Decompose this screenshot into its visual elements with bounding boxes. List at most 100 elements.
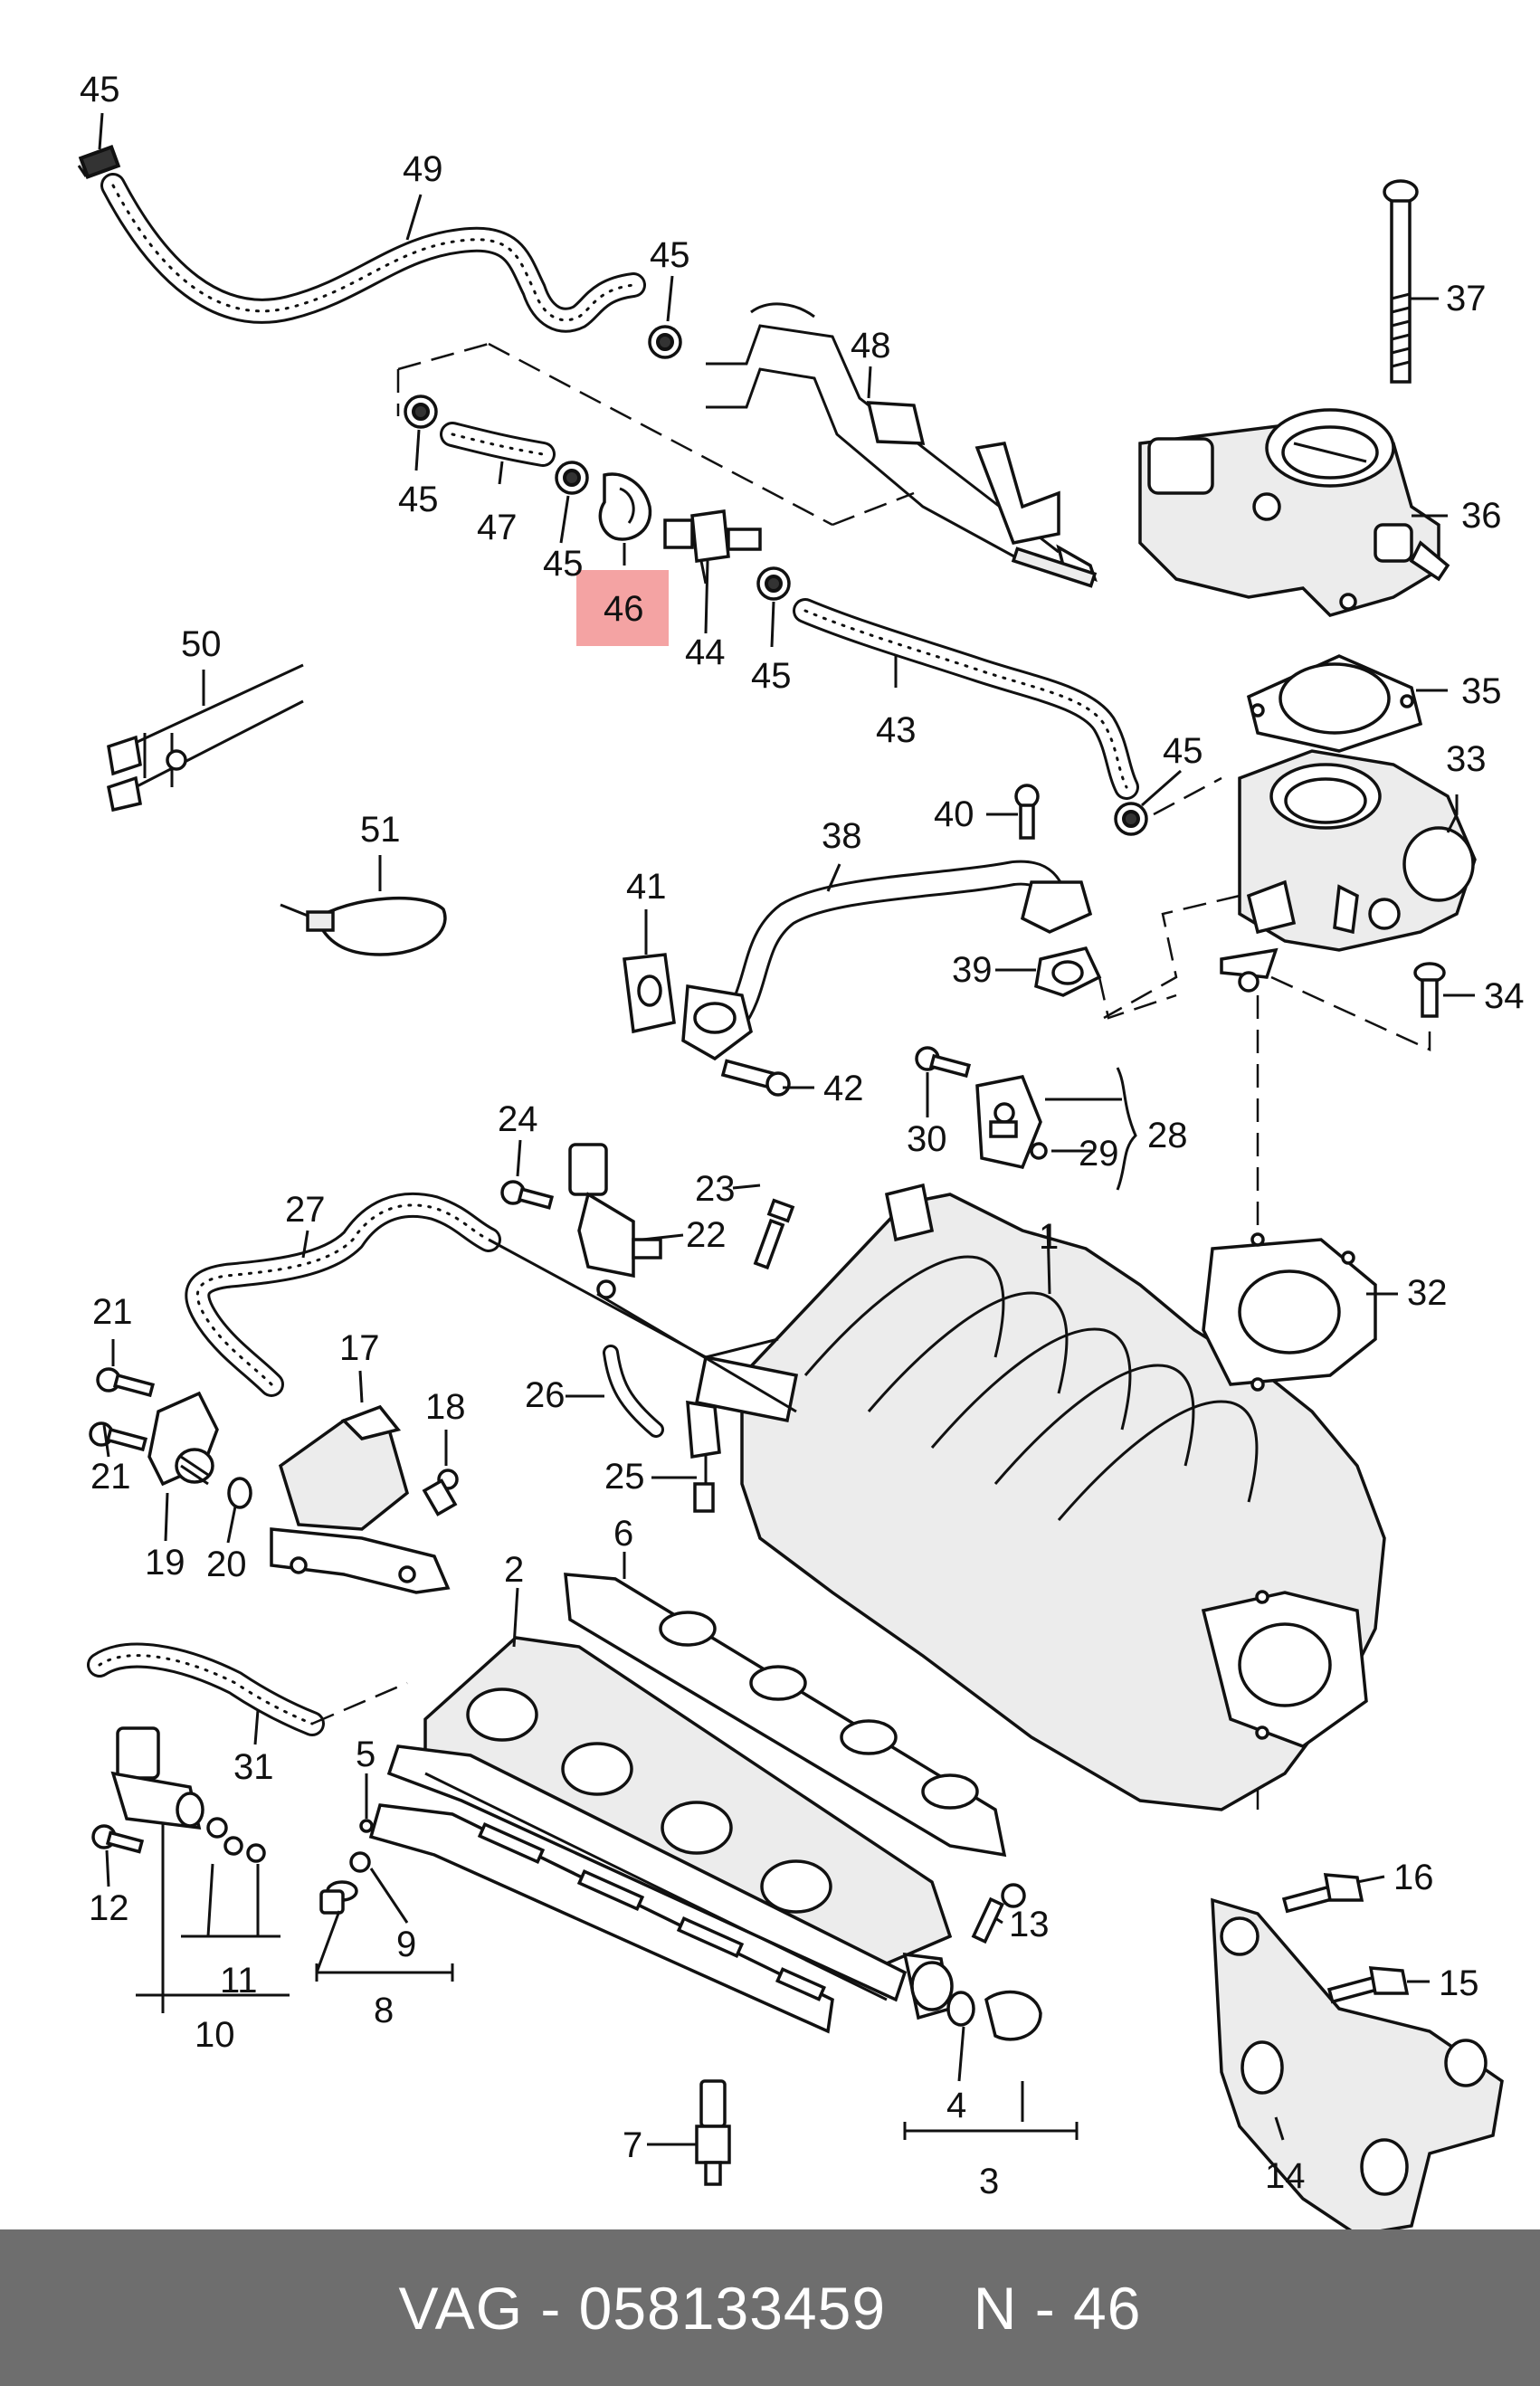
label-45a: 45 <box>80 70 120 109</box>
label-45c: 45 <box>398 480 439 519</box>
dash-33-left <box>1103 894 1241 1020</box>
label-45b: 45 <box>650 235 690 275</box>
oring-20 <box>227 1477 252 1509</box>
label-29: 29 <box>1079 1134 1119 1174</box>
connector-line-22 <box>596 1292 797 1413</box>
label-18: 18 <box>425 1387 466 1427</box>
hose-26 <box>603 1345 664 1438</box>
intake-flange-2 <box>386 1636 953 2002</box>
label-1: 1 <box>1039 1217 1059 1257</box>
bolt-12 <box>91 1824 145 1854</box>
throttle-body-36 <box>1138 408 1450 617</box>
highlight-part-46 <box>576 570 669 646</box>
gasket-39 <box>1034 946 1102 997</box>
clamp-45-left-47 <box>404 394 438 429</box>
label-34: 34 <box>1484 976 1525 1016</box>
label-19: 19 <box>145 1543 185 1583</box>
label-4: 4 <box>946 2086 966 2125</box>
vacuum-unit-17 <box>270 1404 451 1594</box>
bolt-21-lower <box>89 1421 148 1452</box>
hose-27 <box>185 1192 501 1397</box>
label-50: 50 <box>181 624 222 664</box>
label-43: 43 <box>876 710 917 750</box>
gasket-8-lower <box>368 1803 834 2034</box>
label-45e: 45 <box>751 656 792 696</box>
dash-34 <box>1270 975 1431 1051</box>
leader-lines <box>98 112 1475 2146</box>
label-33: 33 <box>1446 739 1487 779</box>
egr-pipe-38 <box>681 860 1093 1061</box>
label-41: 41 <box>626 867 667 907</box>
pipe-assembly-48 <box>706 302 1098 588</box>
bolt-34 <box>1413 962 1446 1018</box>
gasket-41 <box>623 953 676 1034</box>
throttle-housing-33 <box>1220 749 1477 993</box>
group-outline-top <box>397 342 915 527</box>
label-30: 30 <box>907 1119 947 1159</box>
part-46-holder <box>598 472 652 541</box>
clamp-45-right-44 <box>756 566 791 601</box>
clamp-45-lower-right <box>1114 802 1148 836</box>
label-28: 28 <box>1147 1116 1188 1155</box>
bolt-23 <box>753 1198 795 1270</box>
hose-43 <box>793 598 1139 800</box>
label-5: 5 <box>356 1735 375 1774</box>
plug-8 <box>319 1880 358 1915</box>
clamp-45-top-left <box>77 144 121 180</box>
label-37: 37 <box>1446 279 1487 318</box>
sensor-28 <box>975 1074 1042 1170</box>
bolt-16 <box>1281 1873 1364 1914</box>
label-21b: 21 <box>90 1457 131 1497</box>
label-45d: 45 <box>543 544 584 584</box>
sensor-7 <box>695 2079 731 2186</box>
bolt-40 <box>1014 784 1040 840</box>
label-51: 51 <box>360 810 401 850</box>
oring-29 <box>1030 1142 1048 1160</box>
gasket-6 <box>564 1573 1007 1858</box>
label-10: 10 <box>195 2015 235 2055</box>
label-44: 44 <box>685 632 726 672</box>
label-20: 20 <box>206 1545 247 1584</box>
intake-manifold-1 <box>694 1183 1386 1811</box>
dash-31 <box>311 1681 408 1725</box>
label-31: 31 <box>233 1747 274 1787</box>
label-36: 36 <box>1461 496 1502 536</box>
label-40: 40 <box>934 794 974 834</box>
pipe-25 <box>686 1400 721 1513</box>
label-3: 3 <box>979 2162 999 2201</box>
hose-47 <box>440 422 556 467</box>
bolt-37 <box>1383 179 1419 384</box>
label-8: 8 <box>374 1991 394 2030</box>
clamp-45-mid <box>555 461 589 495</box>
label-38: 38 <box>822 816 862 856</box>
label-26: 26 <box>525 1375 566 1415</box>
hose-31 <box>87 1642 325 1736</box>
exploded-parts-diagram: 45 49 45 48 37 45 47 45 46 44 45 36 50 4… <box>77 70 1525 2237</box>
clip-51 <box>280 896 447 956</box>
bracket-50 <box>106 663 304 813</box>
label-27: 27 <box>285 1190 326 1230</box>
part-number-text: VAG - 058133459 N - 46 <box>398 2274 1142 2342</box>
oring-11a <box>223 1836 243 1856</box>
part-labels: 45 49 45 48 37 45 47 45 46 44 45 36 50 4… <box>80 70 1525 2201</box>
bolt-15 <box>1326 1966 1410 2004</box>
label-9: 9 <box>396 1925 416 1964</box>
label-32: 32 <box>1407 1273 1448 1313</box>
label-15: 15 <box>1439 1963 1479 2003</box>
label-39: 39 <box>952 950 993 990</box>
label-47: 47 <box>477 508 518 547</box>
label-23: 23 <box>695 1169 736 1209</box>
label-2: 2 <box>504 1550 524 1590</box>
label-25: 25 <box>604 1457 645 1497</box>
label-35: 35 <box>1461 671 1502 711</box>
cap-3 <box>902 1952 1042 2041</box>
gasket-32 <box>1202 1232 1377 1392</box>
label-45f: 45 <box>1163 731 1203 771</box>
bracket-14 <box>1211 1897 1504 2237</box>
solenoid-22 <box>568 1143 662 1299</box>
bolt-13 <box>971 1883 1026 1944</box>
oring-9 <box>349 1851 371 1873</box>
label-46: 46 <box>604 589 644 629</box>
label-17: 17 <box>339 1328 380 1368</box>
hose-49 <box>100 173 646 333</box>
